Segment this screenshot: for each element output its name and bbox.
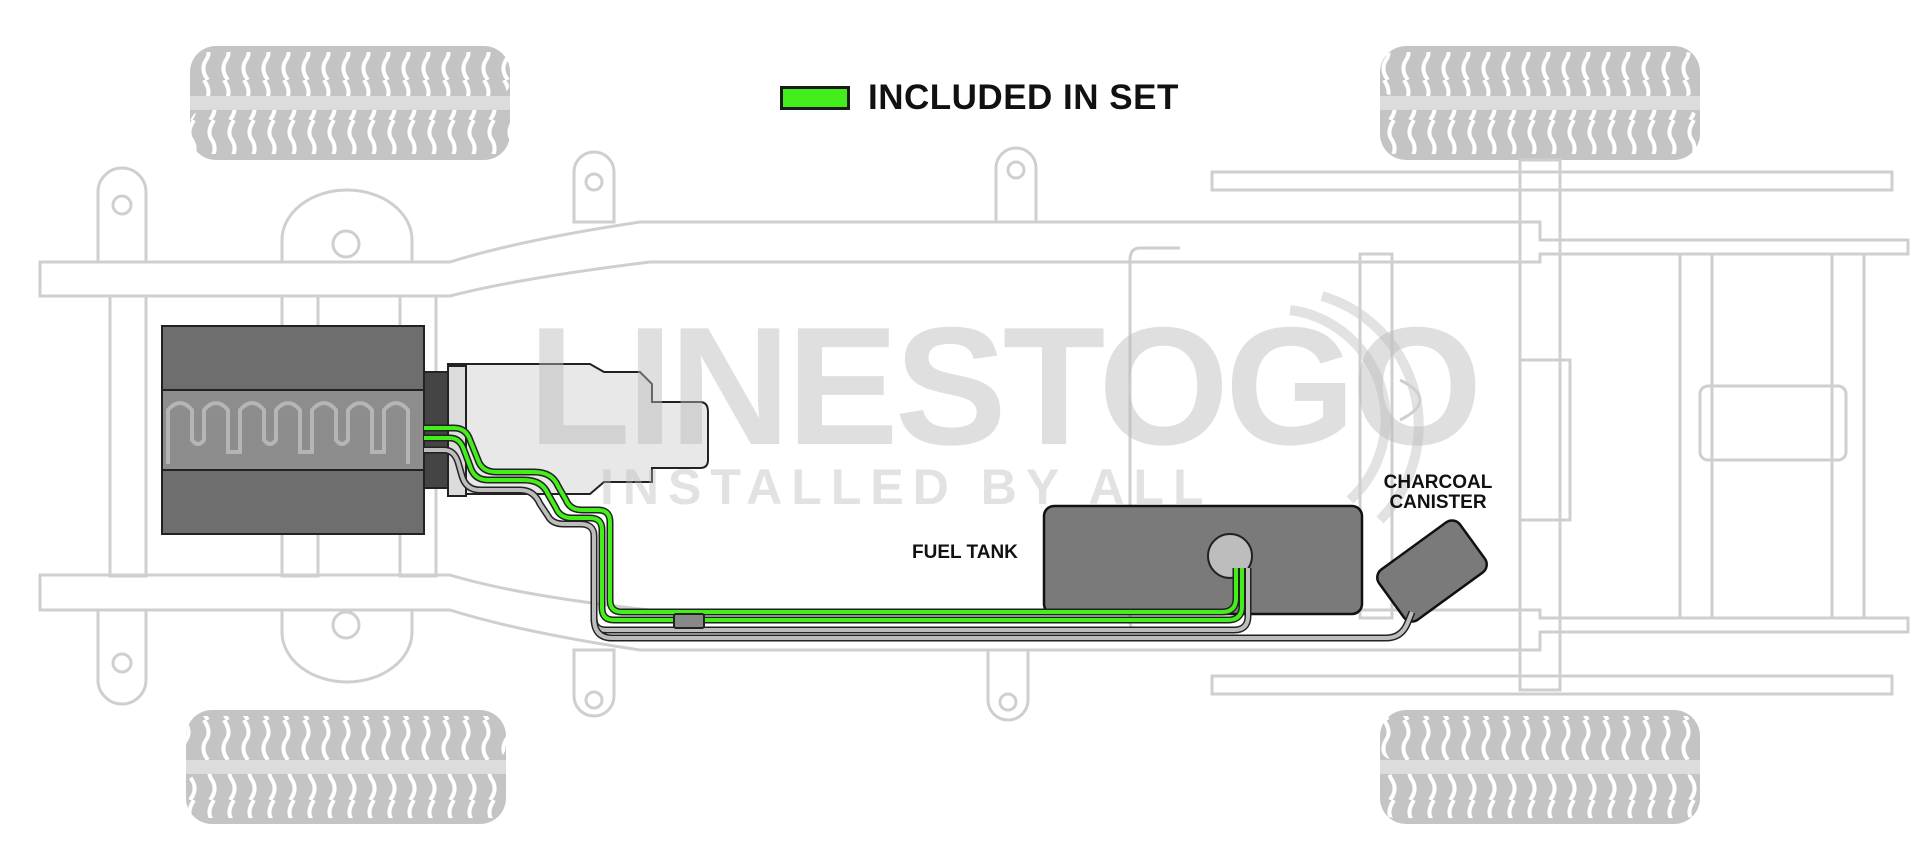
- logo-swoosh-icon: [1289, 291, 1424, 524]
- fuel-filter: [673, 613, 705, 629]
- fuel-tank-label: FUEL TANK: [912, 542, 1018, 563]
- tire-rear-bottom: [1380, 710, 1700, 824]
- charcoal-canister: [1376, 519, 1488, 623]
- tire-rear-top: [1380, 46, 1700, 160]
- fuel-line-included-2: [424, 434, 1246, 624]
- engine-block: [161, 325, 451, 535]
- charcoal-canister-label-line1: CHARCOAL: [1383, 472, 1493, 493]
- fuel-tank: [1042, 504, 1364, 616]
- tire-front-bottom: [186, 710, 506, 824]
- charcoal-canister-label: CHARCOAL CANISTER: [1368, 473, 1508, 513]
- legend-swatch: [780, 86, 850, 110]
- charcoal-canister-label-line2: CANISTER: [1389, 492, 1487, 513]
- legend-label: INCLUDED IN SET: [868, 78, 1179, 117]
- legend: INCLUDED IN SET: [780, 78, 1179, 118]
- watermark-tagline: INSTALLED BY ALL: [600, 459, 1213, 515]
- fuel-line-included-1: [424, 424, 1240, 616]
- tire-front-top: [190, 46, 510, 160]
- fuel-line-not-included: [424, 446, 1416, 642]
- watermark-brand: LINESTOGO: [528, 292, 1482, 480]
